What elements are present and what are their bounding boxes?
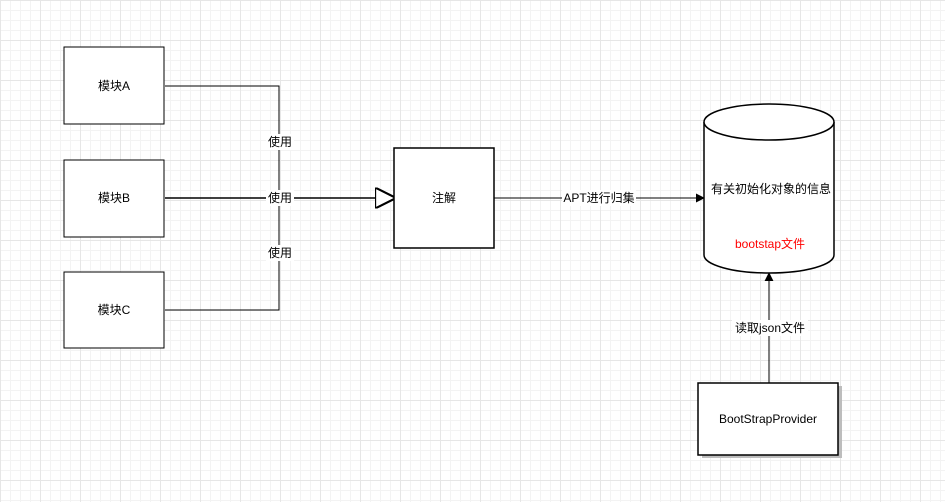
edge-label-apt: APT进行归集: [563, 190, 634, 205]
edge-labels: 使用 使用 使用 APT进行归集 读取json文件: [266, 134, 808, 336]
bootstrap-db-cylinder[interactable]: 有关初始化对象的信息 bootstap文件: [703, 103, 835, 274]
annotation-label: 注解: [432, 190, 456, 205]
edge-label-use-b: 使用: [268, 190, 292, 205]
module-b-box[interactable]: 模块B: [63, 159, 165, 238]
module-b-label: 模块B: [98, 191, 130, 205]
annotation-box[interactable]: 注解: [393, 147, 495, 249]
edge-label-use-a: 使用: [268, 134, 292, 149]
db-title: 有关初始化对象的信息: [711, 181, 831, 196]
edge-module-c-to-annotation[interactable]: [165, 198, 280, 311]
db-subtitle: bootstap文件: [735, 236, 805, 251]
provider-box[interactable]: BootStrapProvider: [697, 382, 842, 458]
edge-module-a-to-annotation[interactable]: [165, 85, 280, 198]
module-c-box[interactable]: 模块C: [63, 271, 165, 349]
module-a-label: 模块A: [98, 79, 130, 93]
module-a-box[interactable]: 模块A: [63, 46, 165, 125]
provider-label: BootStrapProvider: [719, 412, 817, 426]
module-c-label: 模块C: [98, 303, 131, 317]
edge-label-read-json: 读取json文件: [735, 320, 805, 335]
edge-label-use-c: 使用: [268, 245, 292, 260]
